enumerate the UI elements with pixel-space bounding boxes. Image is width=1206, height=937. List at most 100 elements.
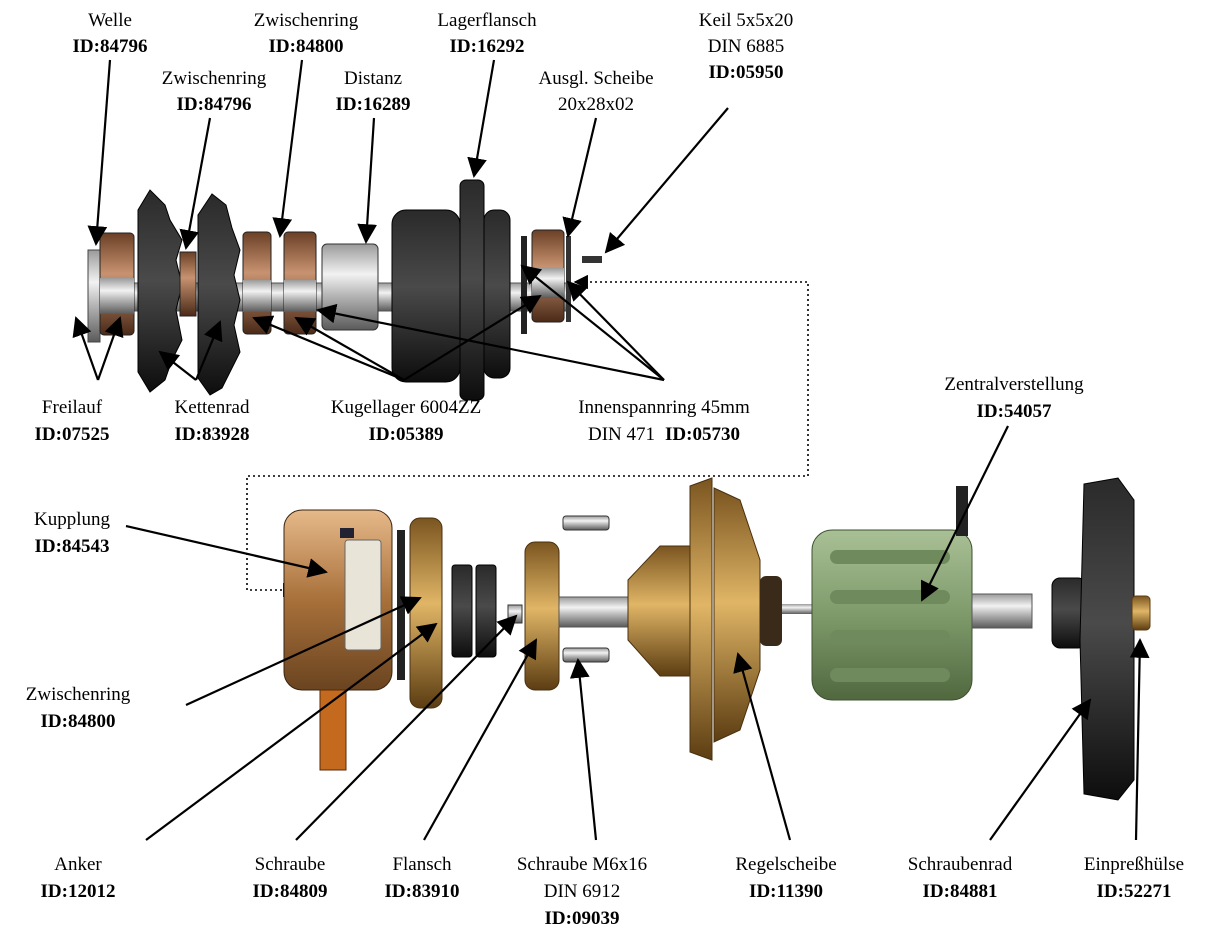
label-zwischenring-2-id: ID:84796	[177, 94, 252, 115]
arrow-schraubenrad	[989, 698, 1092, 841]
label-lagerflansch-name: Lagerflansch	[437, 10, 537, 31]
arrow-innenspannring-c	[566, 280, 665, 381]
label-kupplung-name: Kupplung	[34, 509, 111, 530]
zentralverstellung-shaft	[971, 593, 1033, 629]
label-welle: Welle ID:84796	[73, 10, 148, 57]
kupplung-block-1	[451, 564, 473, 658]
label-zentralverstellung-name: Zentralverstellung	[944, 374, 1084, 395]
label-innenspannring-spec: DIN 471	[588, 424, 655, 445]
arrow-distanz	[357, 117, 378, 244]
arrow-zwischenring-top	[272, 59, 304, 238]
ausgl-scheibe-part	[566, 236, 571, 322]
schraube-part	[507, 604, 523, 624]
label-schraube: Schraube ID:84809	[253, 854, 328, 902]
einpresshuelse-part	[1131, 595, 1151, 631]
label-distanz-name: Distanz	[344, 68, 402, 89]
label-regelscheibe: Regelscheibe ID:11390	[735, 854, 836, 902]
arrow-anker	[145, 622, 438, 841]
lagerflansch-flange	[459, 179, 485, 401]
schraube-m6-bottom	[562, 647, 610, 663]
arrow-schraube	[295, 614, 518, 841]
label-innenspannring: Innenspannring 45mm DIN 471 ID:05730	[578, 397, 750, 445]
arrow-ausgl-scheibe	[562, 117, 598, 238]
label-zwischenring-top: Zwischenring ID:84800	[254, 10, 359, 57]
label-freilauf-name: Freilauf	[42, 397, 103, 418]
label-einpresshuelse-name: Einpreßhülse	[1084, 854, 1184, 875]
label-ausgl-scheibe-spec: 20x28x02	[558, 94, 634, 115]
label-schraubenrad-id: ID:84881	[923, 881, 998, 902]
label-kettenrad: Kettenrad ID:83928	[175, 397, 250, 445]
label-schraube-m6-spec: DIN 6912	[544, 881, 621, 902]
label-distanz-id: ID:16289	[336, 94, 411, 115]
label-regelscheibe-id: ID:11390	[749, 881, 823, 902]
label-flansch-id: ID:83910	[385, 881, 460, 902]
label-kugellager: Kugellager 6004ZZ ID:05389	[331, 397, 481, 445]
flansch-part	[524, 541, 560, 691]
label-kugellager-name: Kugellager 6004ZZ	[331, 397, 481, 418]
label-innenspannring-spec-id: DIN 471 ID:05730	[588, 424, 740, 445]
bottom-assembly	[283, 477, 1151, 801]
label-zwischenring-bottom-id: ID:84800	[41, 711, 116, 732]
connector-dotted-line	[246, 274, 809, 598]
label-schraube-m6-id: ID:09039	[545, 908, 620, 929]
label-zentralverstellung-id: ID:54057	[977, 401, 1052, 422]
label-keil-name: Keil 5x5x20	[699, 10, 793, 31]
label-flansch-name: Flansch	[392, 854, 452, 875]
label-ausgl-scheibe-name: Ausgl. Scheibe	[538, 68, 653, 89]
label-schraube-m6-name: Schraube M6x16	[517, 854, 647, 875]
label-zwischenring-top-name: Zwischenring	[254, 10, 359, 31]
label-kettenrad-name: Kettenrad	[175, 397, 250, 418]
label-regelscheibe-name: Regelscheibe	[735, 854, 836, 875]
label-lagerflansch: Lagerflansch ID:16292	[437, 10, 537, 57]
label-schraubenrad-name: Schraubenrad	[908, 854, 1013, 875]
label-welle-id: ID:84796	[73, 36, 148, 57]
label-schraube-name: Schraube	[255, 854, 326, 875]
arrow-welle	[87, 59, 112, 246]
zentralverstellung-rod	[782, 604, 812, 614]
arrow-innenspannring-b	[520, 264, 665, 381]
label-anker: Anker ID:12012	[41, 854, 116, 902]
label-zwischenring-2: Zwischenring ID:84796	[162, 68, 267, 115]
arrow-kettenrad-a	[158, 350, 197, 381]
arrow-einpresshuelse	[1129, 638, 1150, 841]
label-innenspannring-name: Innenspannring 45mm	[578, 397, 750, 418]
lagerflansch-rear	[483, 209, 511, 379]
regelscheibe-core	[760, 576, 782, 646]
kupplung-block-2	[475, 564, 497, 658]
arrow-regelscheibe	[733, 652, 792, 841]
lagerflansch-body	[391, 209, 461, 383]
innenspannring-left	[521, 236, 527, 334]
welle-collar	[87, 249, 101, 343]
kupplung-cable	[319, 689, 347, 771]
regelscheibe-hub	[627, 545, 701, 677]
label-innenspannring-id: ID:05730	[665, 424, 740, 445]
arrow-schraube-m6	[569, 658, 598, 841]
label-kugellager-id: ID:05389	[369, 424, 444, 445]
label-keil: Keil 5x5x20 DIN 6885 ID:05950	[699, 10, 793, 83]
label-kettenrad-id: ID:83928	[175, 424, 250, 445]
label-zwischenring-2-name: Zwischenring	[162, 68, 267, 89]
kettenrad-sprocket-1	[137, 189, 183, 393]
schraube-m6-top	[562, 515, 610, 531]
label-zwischenring-top-id: ID:84800	[269, 36, 344, 57]
label-kupplung: Kupplung ID:84543	[34, 509, 111, 557]
schraubenrad-gear	[1079, 477, 1135, 801]
regelscheibe-disc-1	[689, 477, 713, 761]
kettenrad-sprocket-2	[197, 193, 241, 396]
flansch-shaft	[558, 596, 630, 628]
label-keil-spec: DIN 6885	[708, 36, 785, 57]
zwischenring-small	[179, 251, 197, 317]
label-einpresshuelse-id: ID:52271	[1097, 881, 1172, 902]
label-welle-name: Welle	[88, 10, 132, 31]
label-zwischenring-bottom-name: Zwischenring	[26, 684, 131, 705]
keil-part	[582, 256, 602, 263]
top-shaft-assembly	[87, 179, 602, 401]
arrow-lagerflansch	[467, 59, 496, 178]
arrow-flansch	[423, 638, 537, 841]
label-anker-id: ID:12012	[41, 881, 116, 902]
arrow-keil	[604, 107, 729, 254]
label-keil-id: ID:05950	[709, 62, 784, 83]
label-schraube-id: ID:84809	[253, 881, 328, 902]
label-flansch: Flansch ID:83910	[385, 854, 460, 902]
